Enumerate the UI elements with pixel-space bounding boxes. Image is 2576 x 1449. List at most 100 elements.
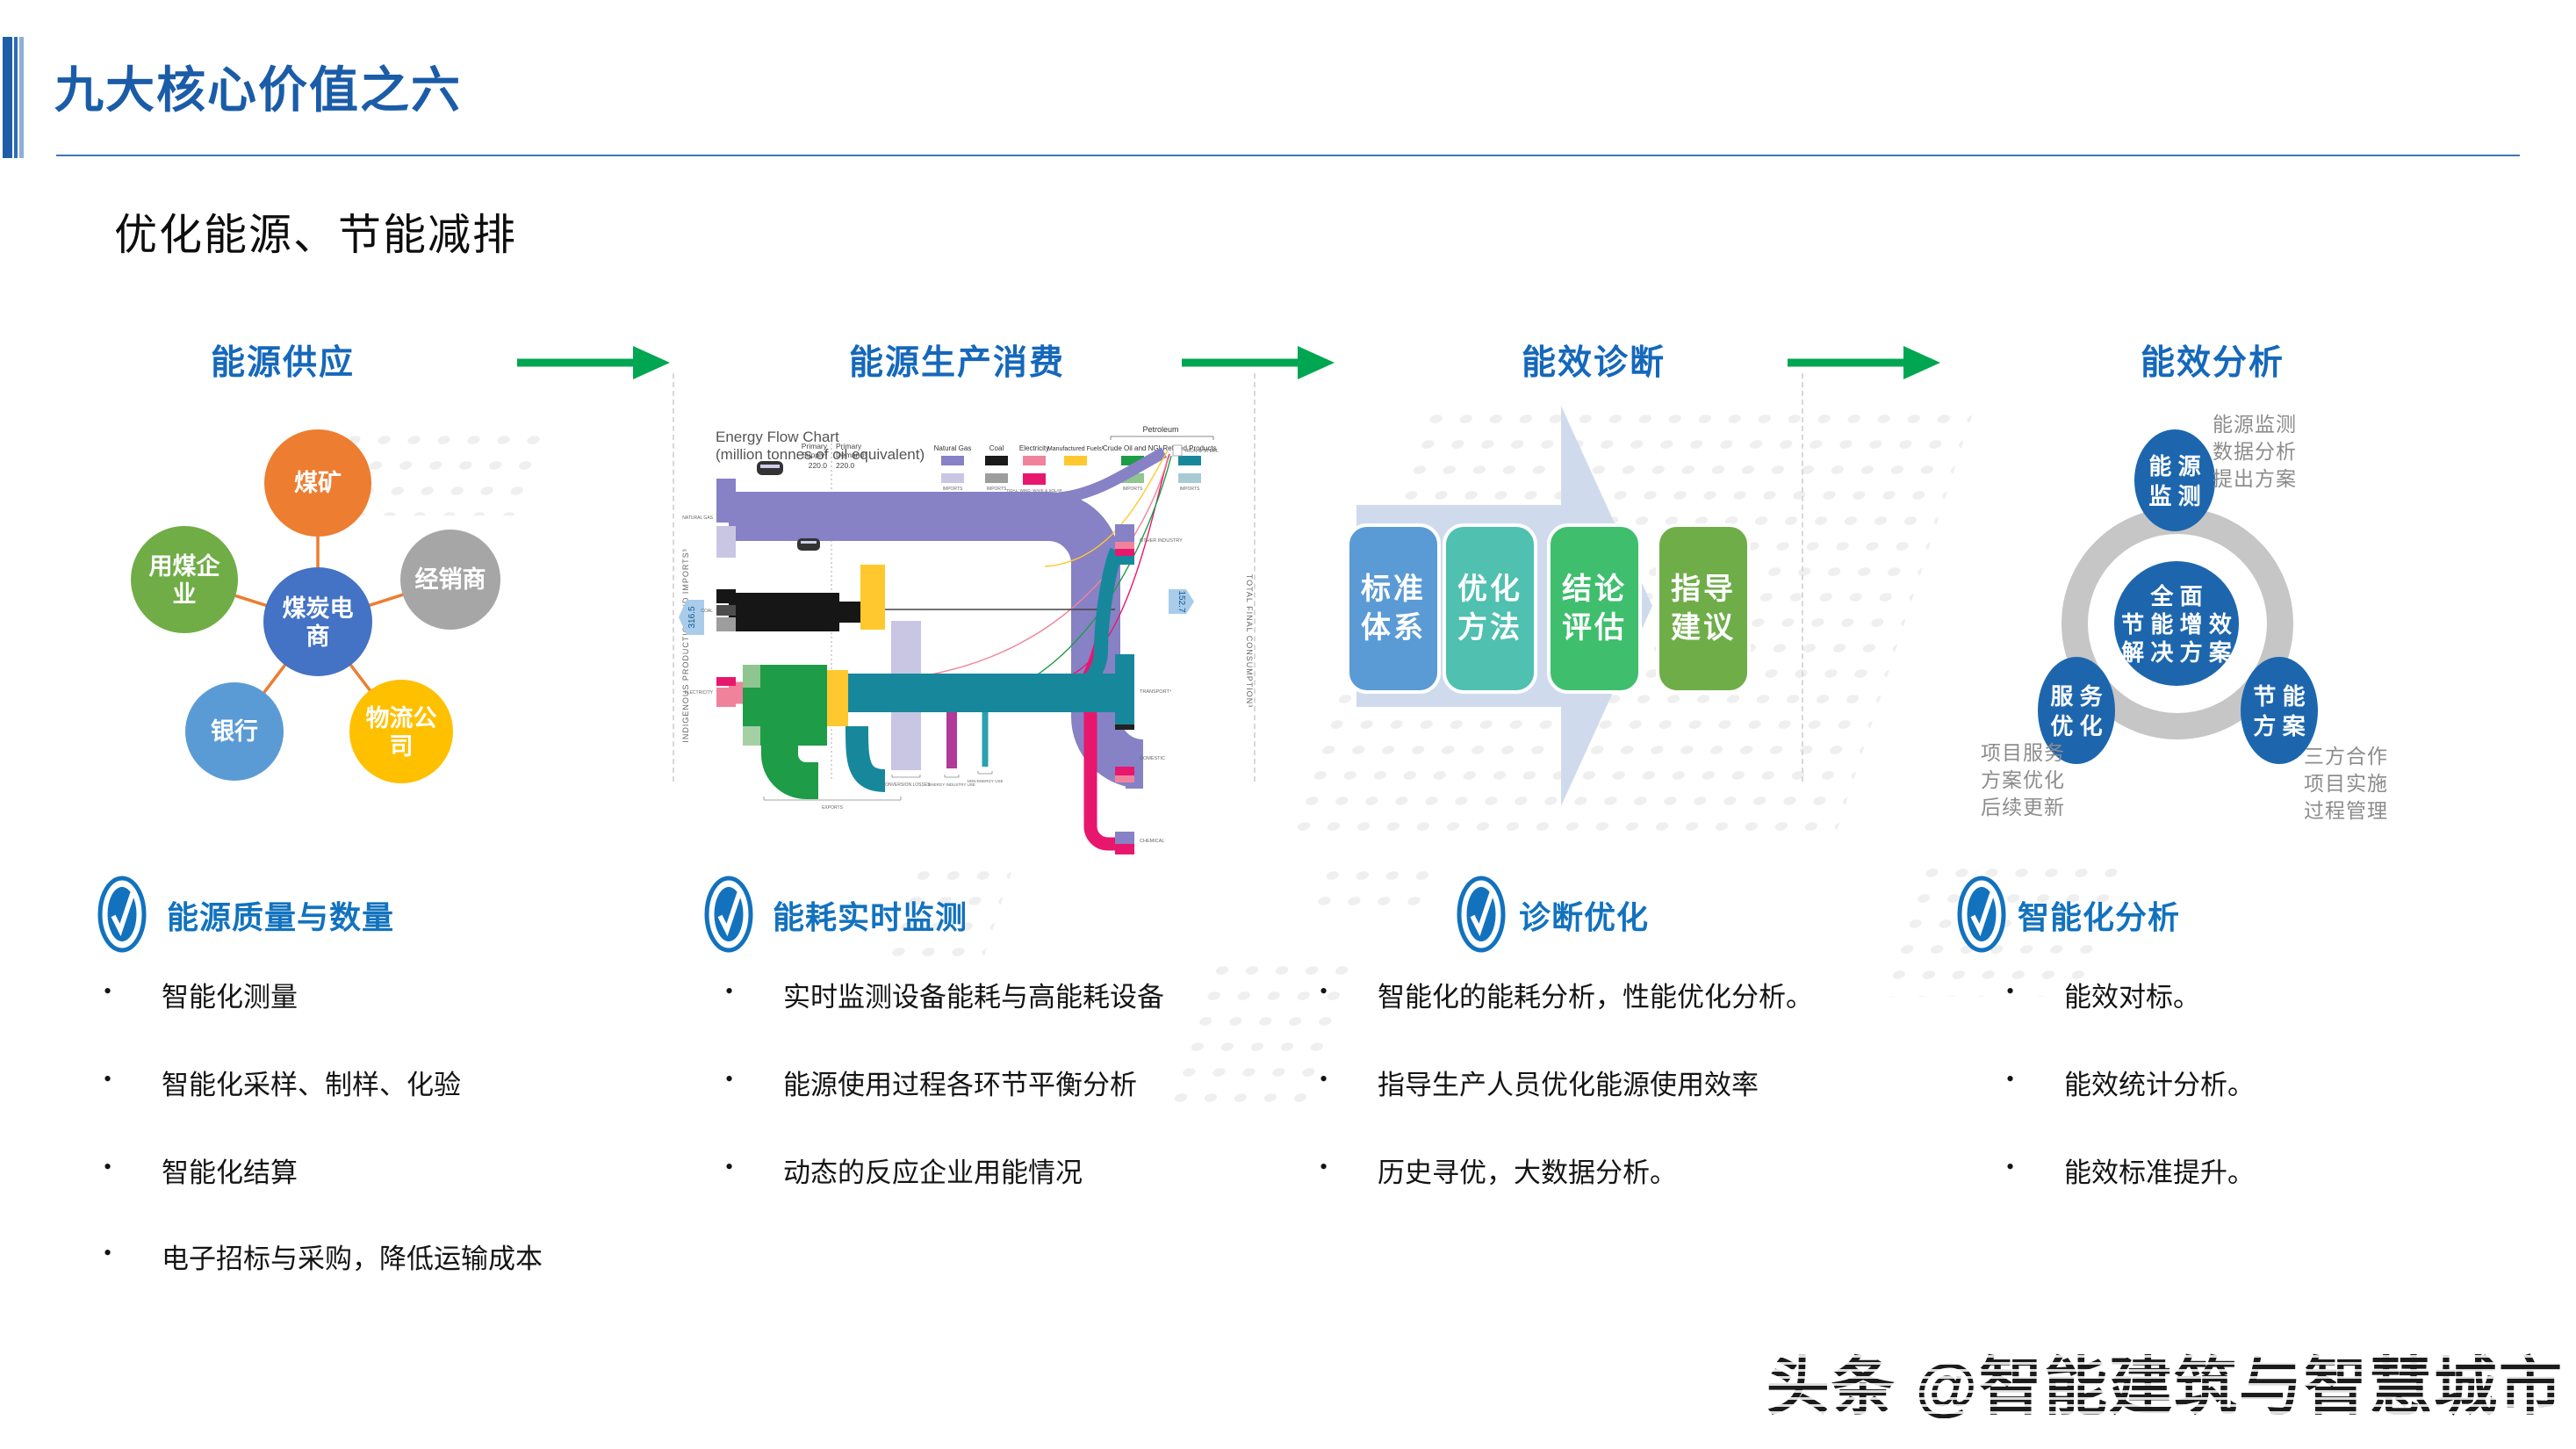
svg-text:节 能: 节 能 bbox=[2253, 683, 2305, 710]
svg-text:ENERGY INDUSTRY USE: ENERGY INDUSTRY USE bbox=[928, 782, 975, 787]
sankey-destination-nodes: IRON & STEEL OTHER INDUSTRY TRANSPORT⁴ D… bbox=[1115, 444, 1219, 854]
cluster-node-coal-ecommerce: 煤炭电 商 bbox=[263, 567, 372, 676]
page-title: 九大核心价值之六 bbox=[54, 62, 462, 118]
bullet-item: •实时监测设备能耗与高能耗设备 bbox=[725, 975, 1164, 1014]
svg-text:IRON & STEEL: IRON & STEEL bbox=[1185, 449, 1219, 454]
bullet-icon: • bbox=[104, 978, 112, 1004]
svg-text:IMPORTS: IMPORTS bbox=[1180, 487, 1200, 492]
step-guidance-advice: 指导建议 bbox=[1656, 523, 1751, 694]
svg-text:(million tonnes of oil equival: (million tonnes of oil equivalent) bbox=[716, 446, 925, 463]
svg-text:Natural Gas: Natural Gas bbox=[934, 444, 972, 452]
sankey-production-badge: 316.5 bbox=[679, 600, 704, 635]
flow-header-energy-supply: 能源供应 bbox=[210, 344, 356, 382]
accent-bar bbox=[14, 37, 18, 158]
ring-center-solution: 全 面 节 能 增 效 解 决 方 案 bbox=[2114, 561, 2239, 686]
section-title-diagnosis-optimize: 诊断优化 bbox=[1519, 899, 1650, 935]
svg-text:OTHER INDUSTRY: OTHER INDUSTRY bbox=[1140, 538, 1183, 544]
svg-text:CONVERSION LOSSES: CONVERSION LOSSES bbox=[881, 782, 931, 788]
svg-text:Demand³: Demand³ bbox=[836, 451, 867, 459]
arrow-right-icon bbox=[1788, 346, 1940, 379]
svg-text:IMPORTS: IMPORTS bbox=[943, 487, 963, 492]
svg-text:Petroleum: Petroleum bbox=[1142, 425, 1178, 434]
bullet-icon: • bbox=[725, 978, 734, 1004]
svg-text:监 测: 监 测 bbox=[2148, 483, 2200, 509]
svg-text:服 务: 服 务 bbox=[2050, 683, 2102, 710]
svg-text:节 能 增 效: 节 能 增 效 bbox=[2121, 611, 2232, 638]
vehicle-icon bbox=[757, 461, 820, 551]
sankey-legend: Petroleum Natural Gas Coal Electricity M… bbox=[934, 425, 1217, 493]
dot-pattern bbox=[1308, 868, 1444, 920]
svg-text:DOMESTIC: DOMESTIC bbox=[1140, 756, 1165, 761]
flow-header-analysis: 能效分析 bbox=[2140, 344, 2285, 382]
energy-flow-sankey-chart: Energy Flow Chart (million tonnes of oil… bbox=[679, 425, 1254, 854]
svg-text:Crude Oil and NGL: Crude Oil and NGL bbox=[1103, 444, 1163, 452]
svg-text:全 面: 全 面 bbox=[2149, 583, 2202, 609]
cluster-node-coal-user: 用煤企 业 bbox=[131, 526, 238, 633]
svg-text:能 源: 能 源 bbox=[2148, 453, 2200, 479]
bullet-icon: • bbox=[1320, 1154, 1328, 1179]
bullet-item: •智能化测量 bbox=[104, 975, 298, 1014]
section-title-intelligent-analysis: 智能化分析 bbox=[2018, 899, 2181, 935]
cluster-node-logistics: 物流公 司 bbox=[349, 680, 453, 783]
analysis-ring-diagram: 全 面 节 能 增 效 解 决 方 案 能 源 监 测 服 务 优 化 节 能 … bbox=[2038, 429, 2318, 764]
svg-text:物流公: 物流公 bbox=[366, 705, 437, 732]
ring-node-energy-monitor: 能 源 监 测 bbox=[2134, 429, 2215, 531]
bullet-icon: • bbox=[725, 1066, 734, 1092]
svg-text:银行: 银行 bbox=[211, 717, 258, 745]
bullet-icon: • bbox=[2006, 978, 2015, 1004]
bullet-item: •能效对标。 bbox=[2006, 975, 2200, 1014]
ring-node-service-optimize: 服 务 优 化 bbox=[2038, 657, 2115, 764]
svg-text:Primary: Primary bbox=[802, 442, 828, 451]
bullet-icon: • bbox=[104, 1066, 112, 1092]
accent-bar bbox=[19, 37, 24, 158]
check-circle-icon bbox=[97, 876, 147, 953]
svg-text:316.5: 316.5 bbox=[687, 606, 697, 628]
ring-note-service: 项目服务方案优化后续更新 bbox=[1981, 741, 2065, 818]
bullet-item: •电子招标与采购，降低运输成本 bbox=[104, 1236, 543, 1276]
bullet-icon: • bbox=[1320, 1066, 1328, 1092]
svg-text:Energy Flow Chart: Energy Flow Chart bbox=[716, 429, 839, 445]
step-optimize-method: 优化方法 bbox=[1443, 523, 1537, 694]
svg-text:COAL: COAL bbox=[701, 609, 713, 614]
accent-bar bbox=[3, 37, 12, 158]
bullet-icon: • bbox=[104, 1240, 112, 1265]
bullet-item: •指导生产人员优化能源使用效率 bbox=[1320, 1063, 1759, 1102]
column-divider bbox=[1802, 373, 1803, 782]
svg-text:IMPORTS: IMPORTS bbox=[987, 487, 1007, 492]
flow-header-production-consume: 能源生产消费 bbox=[848, 344, 1066, 382]
svg-text:220.0: 220.0 bbox=[836, 461, 855, 470]
title-rule bbox=[56, 155, 2520, 156]
bullet-item: •能源使用过程各环节平衡分析 bbox=[725, 1063, 1137, 1102]
bullet-item: •能效统计分析。 bbox=[2006, 1063, 2255, 1102]
svg-text:Manufactured Fuels¹: Manufactured Fuels¹ bbox=[1047, 446, 1105, 452]
ring-node-saving-plan: 节 能 方 案 bbox=[2241, 657, 2318, 764]
section-title-quality-quantity: 能源质量与数量 bbox=[167, 899, 395, 935]
svg-text:解 决 方 案: 解 决 方 案 bbox=[2121, 639, 2233, 666]
bullet-item: •智能化的能耗分析，性能优化分析。 bbox=[1320, 975, 1813, 1014]
page-subtitle: 优化能源、节能减排 bbox=[114, 211, 518, 259]
sankey-consumption-badge: 152.7 bbox=[1169, 589, 1194, 614]
column-divider bbox=[673, 373, 674, 782]
svg-text:Refined Products: Refined Products bbox=[1162, 444, 1216, 452]
bullet-item: •智能化结算 bbox=[104, 1150, 298, 1190]
svg-text:业: 业 bbox=[173, 581, 197, 608]
svg-text:CHEMICAL: CHEMICAL bbox=[1140, 839, 1164, 844]
bullet-icon: • bbox=[2006, 1066, 2015, 1092]
svg-text:TRANSPORT⁴: TRANSPORT⁴ bbox=[1140, 688, 1172, 695]
sankey-source-nodes: NATURAL GAS COAL ELECTRICITY bbox=[682, 479, 736, 707]
check-circle-icon bbox=[1957, 876, 2006, 953]
svg-text:经销商: 经销商 bbox=[415, 566, 486, 593]
arrow-right-icon bbox=[517, 346, 670, 379]
sankey-bottom-labels: EXPORTS CONVERSION LOSSES ENERGY INDUSTR… bbox=[763, 771, 1004, 811]
bullet-icon: • bbox=[2006, 1154, 2015, 1179]
svg-text:煤矿: 煤矿 bbox=[294, 469, 342, 496]
cluster-node-coal-mine: 煤矿 bbox=[264, 429, 371, 537]
cluster-node-distributor: 经销商 bbox=[400, 530, 500, 630]
bullet-item: •历史寻优，大数据分析。 bbox=[1320, 1150, 1677, 1190]
svg-text:NON-ENERGY USE: NON-ENERGY USE bbox=[968, 779, 1004, 783]
step-conclusion-assess: 结论评估 bbox=[1547, 523, 1642, 694]
toutiao-watermark: 头条 @智能建筑与智慧城市 bbox=[1766, 1352, 2564, 1423]
svg-text:220.0: 220.0 bbox=[809, 461, 828, 470]
svg-text:司: 司 bbox=[390, 733, 414, 760]
